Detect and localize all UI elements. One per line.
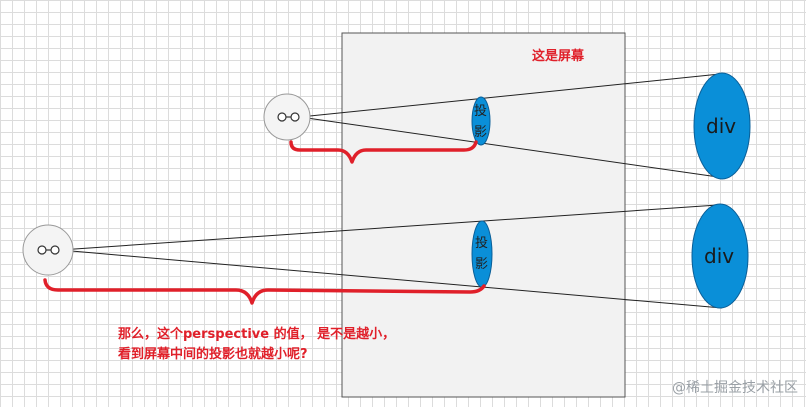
projection-label-char: 影: [474, 125, 487, 140]
eye-lens-icon: [37, 245, 47, 255]
sight-line-bottom-lower: [59, 249, 723, 309]
eye-top: [263, 93, 311, 141]
projection-label-char: 投: [475, 235, 488, 251]
sight-line-top-upper: [299, 73, 721, 118]
screen-label: 这是屏幕: [532, 48, 585, 64]
eye-bottom: [22, 224, 74, 276]
object-top: div: [693, 72, 751, 180]
projection-top: 投 影: [471, 96, 491, 146]
projection-bottom: 投 影: [471, 220, 493, 288]
projection-ellipse-top: [471, 96, 491, 146]
object-ellipse-bottom: [691, 203, 749, 309]
eye-lens-icon: [277, 112, 287, 122]
eye-lens-icon: [50, 245, 60, 255]
projection-label-char: 影: [475, 257, 488, 272]
watermark-text: @稀土掘金技术社区: [672, 380, 798, 396]
sight-line-top-lower: [299, 116, 726, 179]
object-bottom: div: [691, 203, 749, 309]
object-ellipse-top: [693, 72, 751, 180]
question-line: 那么，这个perspective 的值， 是不是越小，: [118, 327, 396, 342]
projection-label-char: 投: [474, 103, 487, 119]
sight-line-bottom-upper: [59, 204, 719, 251]
object-label: div: [706, 114, 736, 138]
distance-brace-bottom: [43, 278, 486, 305]
object-label: div: [704, 244, 734, 268]
eye-lens-icon: [290, 112, 300, 122]
question-annotation: 那么，这个perspective 的值， 是不是越小， 看到屏幕中间的投影也就越…: [118, 325, 448, 365]
projection-ellipse-bottom: [471, 220, 493, 288]
distance-brace-top: [289, 140, 478, 164]
question-line: 看到屏幕中间的投影也就越小呢?: [118, 347, 308, 362]
